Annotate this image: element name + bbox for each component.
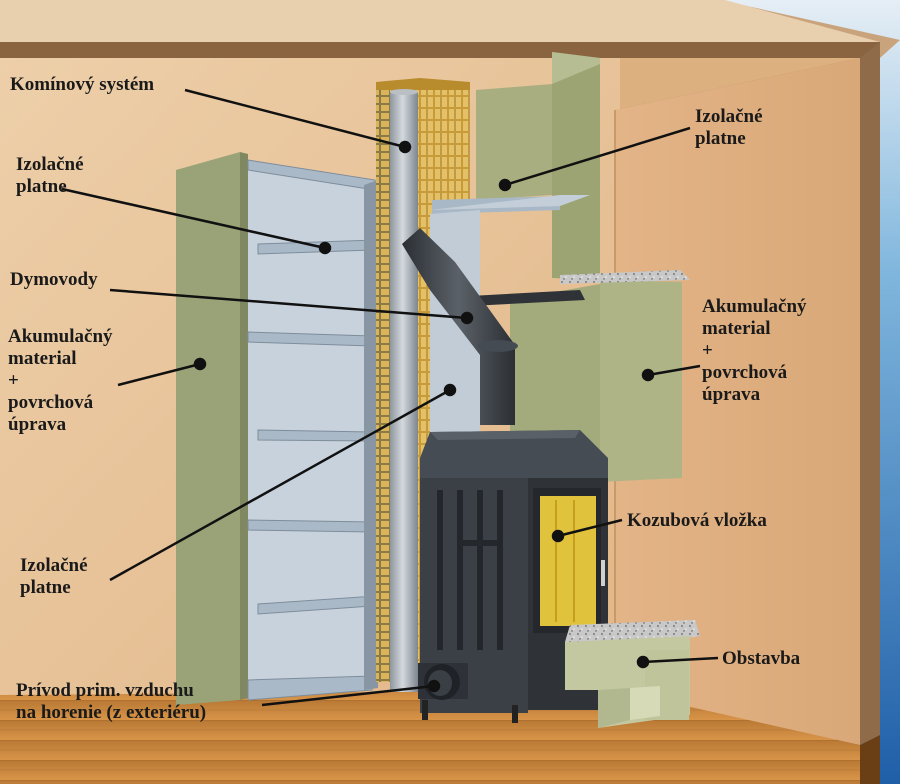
leader-air: [261, 684, 435, 707]
leader-flue: [109, 288, 468, 320]
label-fireplace-insert: Kozubová vložka: [627, 510, 767, 531]
dot-chimney: [398, 140, 412, 154]
label-flue-pipes: Dymovody: [10, 269, 98, 290]
leader-insulation-top-right: [504, 126, 691, 187]
leader-insert: [557, 518, 623, 538]
leader-accumulation-left: [117, 362, 201, 387]
label-accumulation-left: Akumulačný material + povrchová úprava: [8, 326, 113, 435]
label-accumulation-right: Akumulačný material + povrchová úprava: [702, 296, 807, 405]
label-insulation-top-left: Izolačné platne: [16, 154, 84, 197]
leader-enclosure: [642, 656, 719, 664]
label-enclosure: Obstavba: [722, 648, 801, 669]
label-primary-air: Prívod prim. vzduchu na horenie (z exter…: [16, 680, 207, 723]
label-insulation-top-right: Izolačné platne: [695, 106, 763, 149]
leader-insulation-bottom: [109, 388, 451, 582]
label-insulation-bottom-left: Izolačné platne: [20, 555, 88, 598]
leader-chimney: [184, 88, 406, 149]
leader-insulation-top-left: [61, 187, 326, 250]
leader-accumulation-right: [647, 364, 701, 377]
label-chimney-system: Komínový systém: [10, 74, 155, 95]
